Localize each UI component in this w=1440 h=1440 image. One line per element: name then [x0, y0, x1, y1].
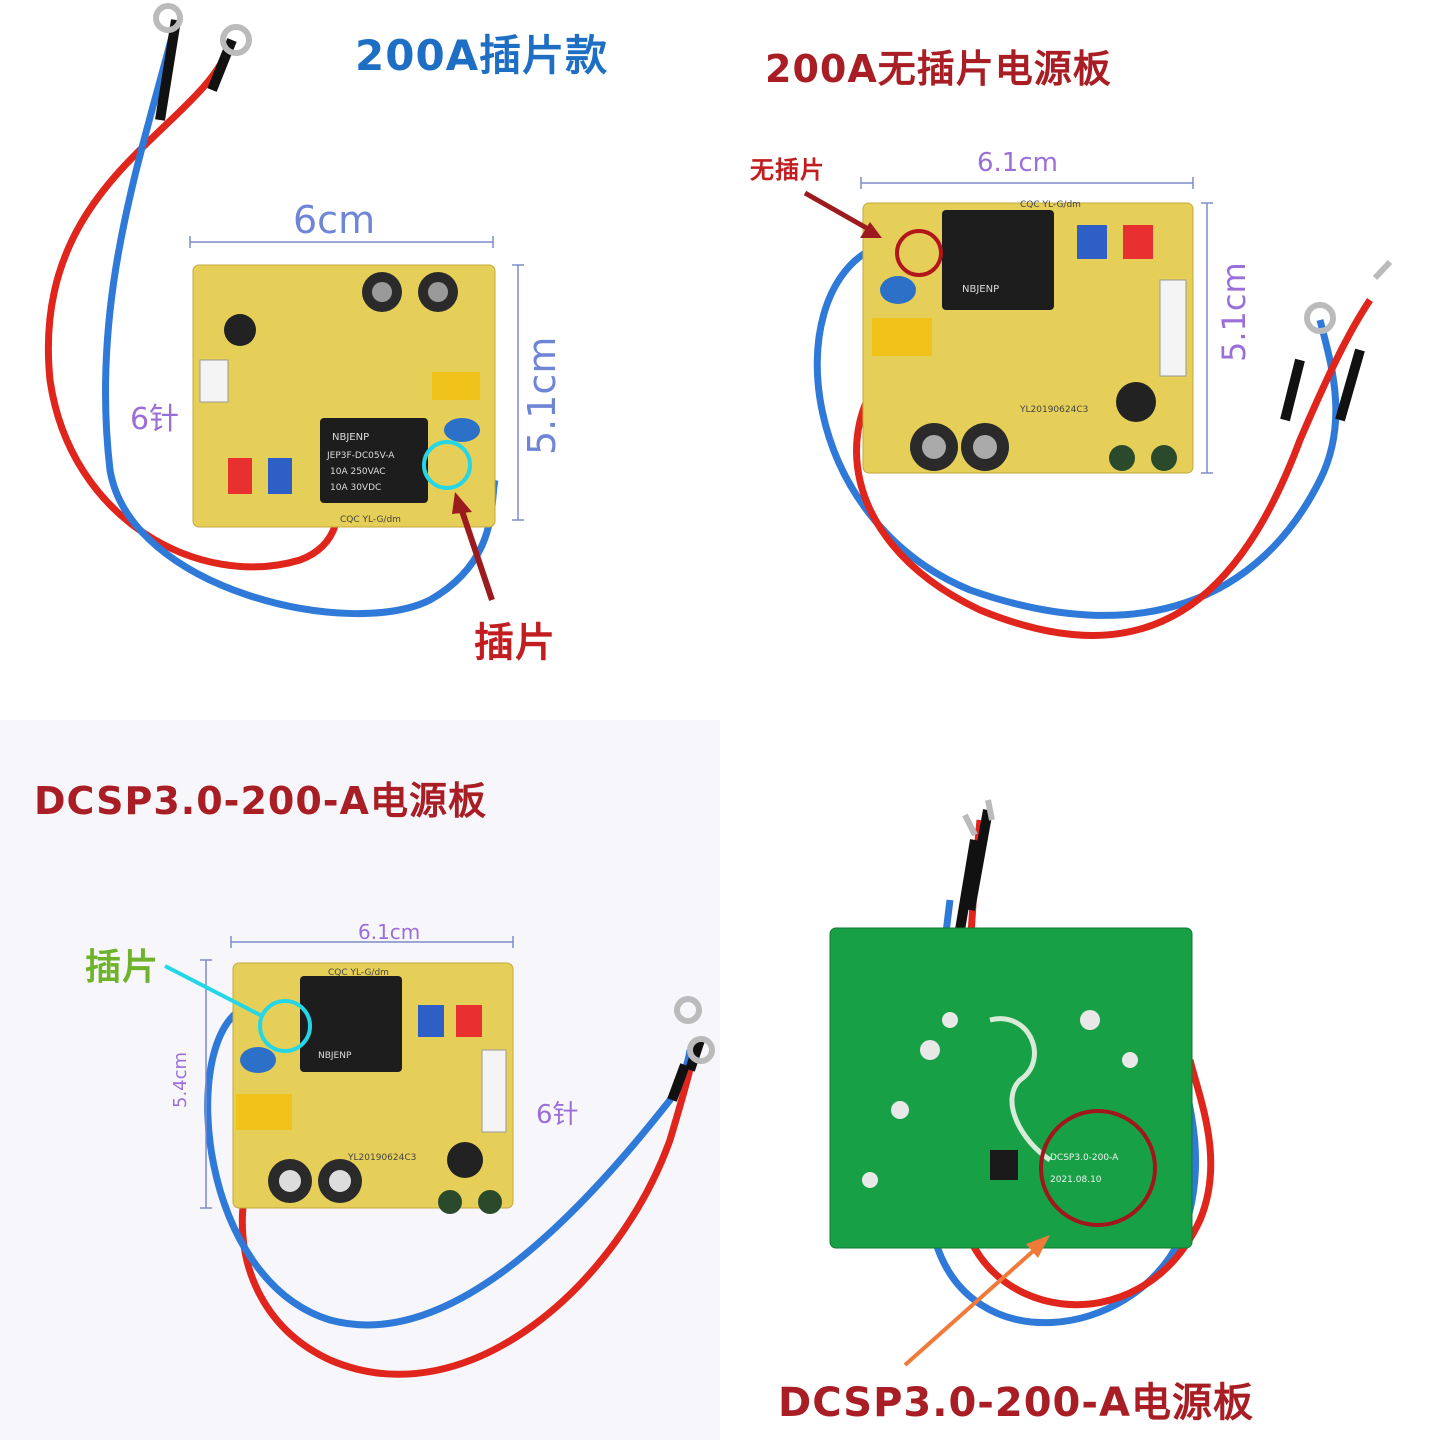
connector-6pin	[481, 1049, 507, 1133]
ring-terminal-2	[687, 1036, 715, 1064]
height-label: 5.1cm	[520, 336, 564, 455]
panel-dcsp-yellow-board: NBJENP CQC YL-G/dm YL20190624C3 DCSP3.0-…	[0, 720, 720, 1440]
blue-cap	[444, 418, 480, 442]
board-code: YL20190624C3	[347, 1153, 416, 1163]
height-label: 5.4cm	[170, 1051, 191, 1108]
board-photo-3: NBJENP CQC YL-G/dm YL20190624C3	[164, 936, 715, 1378]
callout-arrow	[903, 1243, 1042, 1367]
plug-highlight-circle	[258, 999, 312, 1053]
blue-connector	[418, 1005, 444, 1037]
width-label: 6cm	[293, 198, 376, 242]
pins-label: 6针	[536, 1100, 579, 1130]
blue-cap	[880, 276, 916, 304]
no-plug-callout-label: 无插片	[750, 156, 825, 184]
relay-rating-2: 10A 30VDC	[330, 483, 381, 493]
silk-text: CQC YL-G/dm	[340, 515, 401, 525]
height-label: 5.1cm	[1215, 262, 1253, 362]
relay	[942, 210, 1054, 310]
panel-plug-version: NBJENP JEP3F-DC05V-A 10A 250VAC 10A 30VD…	[0, 0, 720, 720]
pins-label: 6针	[130, 402, 180, 437]
ring-terminal-2	[153, 3, 183, 33]
svg-text:NBJENP: NBJENP	[962, 284, 999, 295]
silk-text: CQC YL-G/dm	[1020, 200, 1081, 210]
board-photo-4: DCSP3.0-200-A 2021.08.10	[829, 799, 1215, 1367]
inductor	[224, 314, 256, 346]
panel-4-caption: DCSP3.0-200-A电源板	[778, 1380, 1254, 1426]
blue-connector	[268, 458, 292, 494]
silk-text: CQC YL-G/dm	[328, 968, 389, 978]
panel-dcsp-green-board: DCSP3.0-200-A 2021.08.10 DCSP3.0-200-A电源…	[720, 720, 1440, 1440]
ring-terminal-1	[1304, 302, 1336, 334]
panel-no-plug-version: NBJENP CQC YL-G/dm YL20190624C3 200A无插片电…	[720, 0, 1440, 720]
blue-connector	[1077, 225, 1107, 259]
chip-line-2: 2021.08.10	[1050, 1175, 1102, 1185]
width-label: 6.1cm	[358, 920, 421, 944]
relay-rating-1: 10A 250VAC	[330, 467, 386, 477]
ic-chip	[990, 1150, 1018, 1180]
board-photo-2: NBJENP CQC YL-G/dm YL20190624C3	[803, 177, 1393, 639]
red-connector	[456, 1005, 482, 1037]
ring-terminal-1	[674, 996, 702, 1024]
panel-3-title: DCSP3.0-200-A电源板	[34, 779, 487, 823]
callout-arrow	[457, 504, 495, 601]
inductor	[447, 1142, 483, 1178]
x2-capacitor	[236, 1094, 292, 1130]
relay	[320, 418, 428, 503]
blue-wire	[813, 246, 1340, 619]
x2-capacitor	[432, 372, 480, 400]
connector-6pin	[1159, 279, 1187, 377]
connector-6pin	[199, 359, 229, 403]
blue-wire	[204, 1007, 694, 1329]
blue-cap	[240, 1047, 276, 1073]
x2-capacitor	[872, 318, 932, 356]
svg-text:NBJENP: NBJENP	[318, 1051, 352, 1061]
red-connector	[228, 458, 252, 494]
panel-1-title: 200A插片款	[355, 31, 609, 80]
inductor	[1116, 382, 1156, 422]
board-code: YL20190624C3	[1019, 405, 1088, 415]
sleeve-2	[155, 19, 181, 121]
width-label: 6.1cm	[977, 148, 1058, 178]
plug-callout-label: 插片	[474, 620, 556, 666]
red-connector	[1123, 225, 1153, 259]
plug-callout-label: 插片	[85, 947, 160, 988]
relay	[300, 976, 402, 1072]
relay-model: JEP3F-DC05V-A	[326, 451, 395, 461]
blue-wire	[102, 24, 499, 618]
chip-line-1: DCSP3.0-200-A	[1050, 1153, 1119, 1163]
model-highlight-circle	[1039, 1109, 1157, 1227]
board-photo-1: NBJENP JEP3F-DC05V-A 10A 250VAC 10A 30VD…	[44, 3, 524, 618]
pcb-board-green	[829, 927, 1193, 1249]
plug-highlight-circle	[422, 440, 472, 490]
relay-brand: NBJENP	[332, 432, 369, 443]
ring-terminal-2	[1372, 259, 1393, 281]
callout-arrow	[803, 190, 872, 233]
callout-pointer	[164, 964, 263, 1018]
no-plug-highlight-circle	[895, 229, 943, 277]
panel-2-title: 200A无插片电源板	[765, 47, 1112, 91]
ring-terminal-1	[220, 24, 252, 56]
